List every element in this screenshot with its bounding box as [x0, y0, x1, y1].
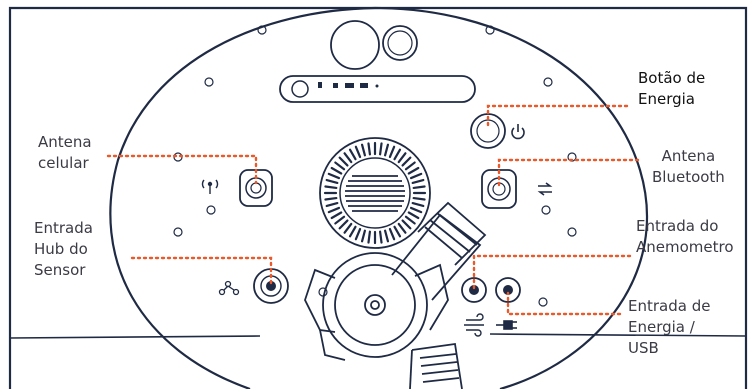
grille-slot: [335, 163, 344, 170]
bluetooth-transfer-icon: [538, 183, 552, 195]
grille-slot: [409, 168, 419, 174]
grille-slot: [327, 203, 338, 206]
top-knob-large: [331, 21, 379, 69]
power-plug-icon: [496, 321, 517, 329]
grille-slot: [395, 227, 401, 237]
leader-botao-energia: [488, 106, 627, 128]
mount-clamp: [305, 253, 448, 360]
grille-slot: [413, 180, 424, 183]
grille-slot: [380, 143, 381, 154]
grille-slot: [406, 163, 415, 170]
grille-slot: [368, 143, 369, 154]
grille-slot: [414, 198, 425, 199]
grille-slot: [329, 174, 339, 178]
status-led-bar: [280, 76, 475, 102]
leader-entrada-energia: [508, 293, 620, 314]
leader-entrada-hub: [132, 258, 271, 283]
sensor-hub-icon: [220, 282, 239, 295]
label-antena-celular: Antena celular: [38, 132, 92, 174]
grille-slot: [332, 168, 342, 174]
grille-slot: [325, 186, 336, 187]
grille-slot: [413, 203, 424, 206]
grille-slot: [403, 158, 411, 166]
lower-handle: [410, 344, 462, 389]
grille-slot: [340, 158, 348, 166]
grille-slot: [345, 153, 352, 162]
grille-slot: [362, 231, 365, 242]
grille-slot: [335, 217, 344, 224]
grille-slot: [403, 221, 411, 229]
cellular-antenna-icon: [202, 180, 217, 194]
grille-slot: [390, 147, 394, 157]
power-icon: [512, 124, 524, 138]
grille-slot: [368, 232, 369, 243]
grille-slot: [385, 145, 388, 156]
grille-slot: [390, 229, 394, 239]
bluetooth-antenna-port: [482, 170, 516, 208]
grille-slot: [350, 150, 356, 160]
label-entrada-de-energia-usb: Entrada de Energia / USB: [628, 296, 710, 359]
label-entrada-hub-do-sensor: Entrada Hub do Sensor: [34, 218, 93, 281]
grille-slot: [414, 186, 425, 187]
grille-slot: [411, 174, 421, 178]
grille-slot: [325, 198, 336, 199]
grille-slot: [329, 208, 339, 212]
grille-slot: [385, 231, 388, 242]
speaker-grille: [320, 138, 430, 248]
grille-slot: [399, 224, 406, 233]
grille-slot: [362, 145, 365, 156]
grille-slot: [406, 217, 415, 224]
label-botao-de-energia: Botão de Energia: [638, 68, 705, 110]
grille-slot: [356, 147, 360, 157]
wind-icon: [464, 314, 484, 336]
grille-slot: [356, 229, 360, 239]
grille-slot: [399, 153, 406, 162]
screws: [174, 26, 576, 306]
grille-slot: [327, 180, 338, 183]
grille-slot: [395, 150, 401, 160]
grille-slot: [350, 227, 356, 237]
leader-antena-celular: [108, 156, 256, 183]
grille-slot: [380, 232, 381, 243]
device-round-housing: [110, 8, 647, 389]
grille-slot: [409, 213, 419, 219]
label-antena-bluetooth: Antena Bluetooth: [652, 146, 725, 188]
grille-slot: [340, 221, 348, 229]
grille-slot: [411, 208, 421, 212]
leader-antena-bluetooth: [499, 160, 638, 186]
label-entrada-do-anemometro: Entrada do Anemometro: [636, 216, 734, 258]
grille-slot: [345, 224, 352, 233]
grille-slot: [332, 213, 342, 219]
